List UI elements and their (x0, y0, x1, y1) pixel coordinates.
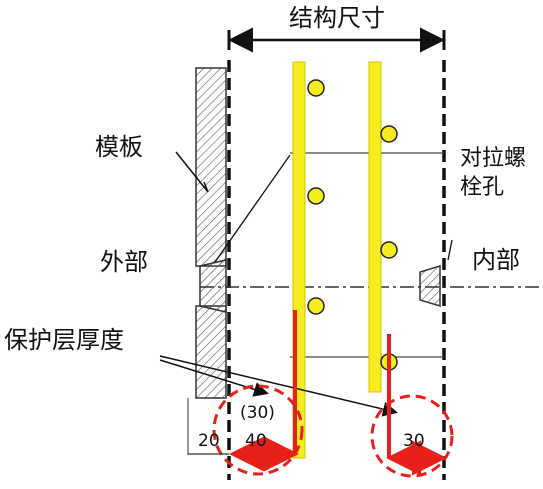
tie-bolt-hole-label-line2: 栓孔 (460, 175, 504, 200)
bar-circle (380, 125, 398, 143)
leader-formwork (175, 151, 209, 193)
structure-size-label: 结构尺寸 (289, 4, 385, 32)
formwork-width-value: 20 (198, 431, 220, 451)
cover-inner-indicator (370, 334, 454, 478)
bar-circle (307, 79, 325, 97)
tie-bolt-hole-label-line1: 对拉螺 (460, 146, 526, 171)
formwork-lower (195, 305, 227, 399)
formwork-upper (195, 67, 227, 267)
tie-cone-right (419, 264, 441, 308)
leader-outside (214, 154, 291, 263)
cover-thickness-label: 保护层厚度 (4, 326, 124, 354)
leader-formwork-tip (203, 181, 209, 193)
rebar-inner (368, 61, 382, 393)
bar-circle (307, 187, 325, 205)
outside-label: 外部 (100, 248, 148, 276)
formwork-label: 模板 (95, 133, 143, 161)
leader-inside (447, 239, 453, 261)
tie-cone-left (199, 259, 227, 313)
bar-circle (307, 297, 325, 315)
structure-size-dimension: 结构尺寸 (227, 4, 446, 53)
outer-cover-value: 40 (245, 431, 267, 451)
bar-circle (380, 241, 398, 259)
highlight-circle-inner (370, 394, 454, 478)
cover-outer-indicator (212, 310, 304, 476)
leader-cover-inner (159, 355, 398, 417)
outer-cover-paren-value: (30) (240, 403, 275, 423)
inner-cover-value: 30 (403, 431, 425, 451)
formwork-plate (187, 67, 227, 455)
inside-label: 内部 (472, 246, 520, 274)
distribution-bars (307, 79, 398, 371)
highlight-circle-outer (212, 384, 304, 476)
